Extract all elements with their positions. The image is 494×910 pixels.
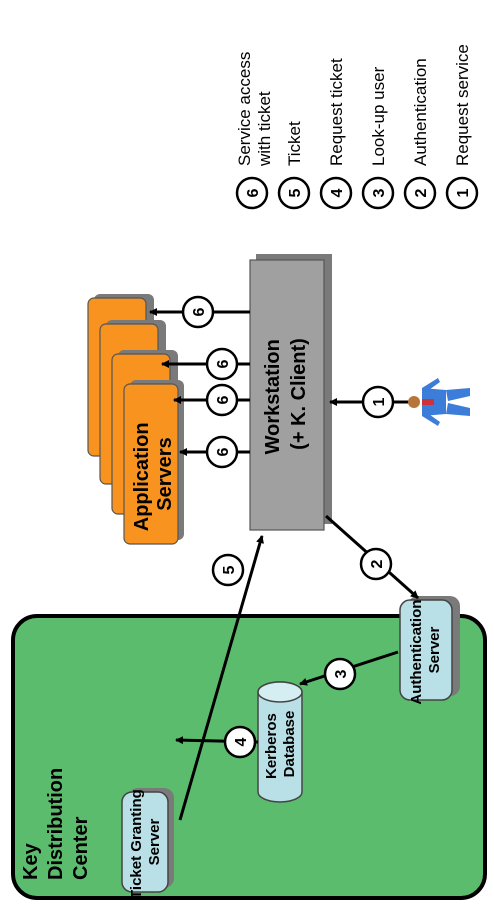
arrow-6-3: 6 <box>161 347 250 381</box>
arrow-6-1: 6 <box>179 435 250 469</box>
app-server-front: Application Servers <box>123 380 184 545</box>
legend-item-3: 3 Look-up user <box>361 66 395 210</box>
legend-item-4: 4 Request ticket <box>319 58 353 210</box>
legend-item-2: 2 Authentication <box>403 58 437 210</box>
app-label-line2: Servers <box>154 437 176 510</box>
legend-6-line1: Service access <box>235 52 254 166</box>
svg-text:Kerberos Database: Kerberos Database <box>263 709 298 779</box>
arrow-6-2: 6 <box>173 383 250 417</box>
svg-text:Ticket: Ticket <box>285 121 304 166</box>
tgs-label-line1: Ticket Granting <box>128 789 145 899</box>
svg-text:3: 3 <box>333 669 350 678</box>
arrow-1: 1 <box>329 385 412 419</box>
legend-item-6: 6 Service access with ticket <box>235 47 274 210</box>
workstation-label-line2: (+ K. Client) <box>288 338 310 450</box>
legend-item-5: 5 Ticket <box>277 121 311 210</box>
svg-text:1: 1 <box>371 397 388 406</box>
svg-text:Look-up user: Look-up user <box>369 66 388 166</box>
svg-text:4: 4 <box>233 737 250 746</box>
svg-text:6: 6 <box>215 395 232 404</box>
svg-text:6: 6 <box>215 447 232 456</box>
svg-text:5: 5 <box>221 565 238 574</box>
svg-text:2: 2 <box>413 188 430 197</box>
svg-text:4: 4 <box>329 188 346 197</box>
as-label-line1: Authentication <box>408 600 425 705</box>
arrow-3: 3 <box>299 650 399 691</box>
legend: 1 Request service 2 Authentication 3 Loo… <box>235 44 479 210</box>
db-label-line2: Database <box>281 711 298 778</box>
svg-text:1: 1 <box>455 188 472 197</box>
svg-text:3: 3 <box>371 188 388 197</box>
svg-text:5: 5 <box>287 188 304 197</box>
app-label-line1: Application <box>131 422 153 531</box>
svg-text:Service access with: Service access with ticket <box>235 47 274 167</box>
user-icon <box>408 378 470 426</box>
svg-text:6: 6 <box>215 359 232 368</box>
tgs-box <box>121 791 169 893</box>
workstation-box <box>249 259 325 531</box>
svg-text:6: 6 <box>191 307 208 316</box>
arrow-6-4: 6 <box>149 295 250 329</box>
svg-text:6: 6 <box>245 188 262 197</box>
kdc-title: Key Distribution Center <box>20 762 92 880</box>
svg-text:2: 2 <box>369 559 386 568</box>
svg-text:Request ticket: Request ticket <box>327 58 346 166</box>
legend-item-1: 1 Request service <box>445 44 479 210</box>
svg-text:Authentication: Authentication <box>411 58 430 166</box>
tgs-label-line2: Server <box>146 818 163 865</box>
svg-text:Request service: Request service <box>453 44 472 166</box>
svg-text:Application Servers: Application Servers <box>131 417 176 531</box>
svg-text:Ticket Granting Serv: Ticket Granting Server <box>128 785 163 899</box>
db-label-line1: Kerberos <box>263 713 280 779</box>
workstation-label-line1: Workstation <box>262 339 284 454</box>
arrow-2: 2 <box>325 514 419 600</box>
application-servers: Application Servers <box>87 294 184 545</box>
as-box <box>399 599 453 701</box>
ticket-granting-server: Ticket Granting Server <box>121 785 174 899</box>
svg-text:Workstation (+ K. Clie: Workstation (+ K. Client) <box>262 334 310 455</box>
arrow-5: 5 <box>178 535 264 821</box>
svg-text:Authentication Serve: Authentication Server <box>408 595 443 704</box>
workstation: Workstation (+ K. Client) <box>249 254 332 531</box>
arrow-4: 4 <box>175 725 259 759</box>
legend-6-line2: with ticket <box>255 91 274 167</box>
key-distribution-center: Key Distribution Center Ticket Granting … <box>11 595 487 900</box>
authentication-server: Authentication Server <box>399 595 460 705</box>
kerberos-database: Kerberos Database <box>257 681 303 803</box>
as-label-line2: Server <box>426 626 443 673</box>
